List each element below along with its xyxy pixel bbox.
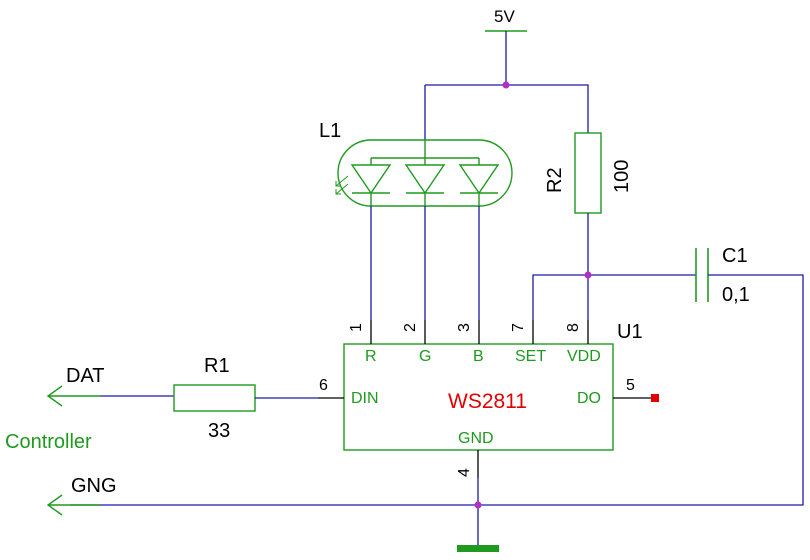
gng-label: GNG	[71, 475, 117, 497]
pin-name-set: SET	[515, 348, 546, 365]
light-emission-icon	[335, 175, 349, 195]
led-l1: L1	[319, 120, 513, 207]
pin-name-do: DO	[577, 390, 601, 407]
pin-name-gnd: GND	[458, 430, 494, 447]
supply-label: 5V	[494, 7, 515, 26]
pin-name-r: R	[365, 348, 377, 365]
pin-name-vdd: VDD	[567, 348, 601, 365]
pin-num-din: 6	[319, 377, 328, 394]
led-ref: L1	[319, 120, 341, 142]
port-dat: DAT	[46, 365, 105, 407]
ground-symbol	[457, 545, 499, 552]
resistor-r2: R2 100	[544, 132, 633, 214]
junction-5v	[502, 81, 510, 89]
ic-ref: U1	[617, 321, 643, 343]
pin-num-set: 7	[510, 323, 527, 332]
wire-top	[425, 84, 589, 133]
pin-num-r: 1	[348, 323, 365, 332]
ic-u1: 1 2 3 7 8 6 5 4 R G B SET VDD DIN DO GND…	[318, 320, 651, 478]
supply-5v: 5V	[485, 7, 527, 85]
wire-set	[532, 274, 588, 320]
pin-num-vdd: 8	[565, 323, 582, 332]
controller-label: Controller	[5, 431, 92, 453]
c1-value: 0,1	[722, 284, 750, 306]
r1-value: 33	[208, 420, 230, 442]
pin-name-din: DIN	[351, 390, 379, 407]
port-gng: GNG	[46, 475, 117, 516]
r2-ref: R2	[544, 167, 566, 193]
resistor-r1: R1 33	[173, 355, 256, 442]
pin-num-gnd: 4	[456, 468, 473, 477]
ic-name: WS2811	[448, 390, 527, 413]
unconnected-pin-marker	[651, 394, 659, 402]
r2-value: 100	[611, 160, 633, 193]
pin-num-b: 3	[456, 323, 473, 332]
junction-vdd	[584, 271, 592, 279]
dat-label: DAT	[66, 365, 105, 387]
c1-ref: C1	[722, 245, 748, 267]
r1-ref: R1	[204, 355, 230, 377]
pin-num-g: 2	[402, 323, 419, 332]
wire-c1-ground	[478, 274, 804, 506]
pin-name-b: B	[473, 348, 484, 365]
junction-gnd	[474, 501, 482, 509]
capacitor-c1: C1 0,1	[695, 245, 750, 306]
pin-num-do: 5	[626, 377, 635, 394]
pin-name-g: G	[419, 348, 431, 365]
